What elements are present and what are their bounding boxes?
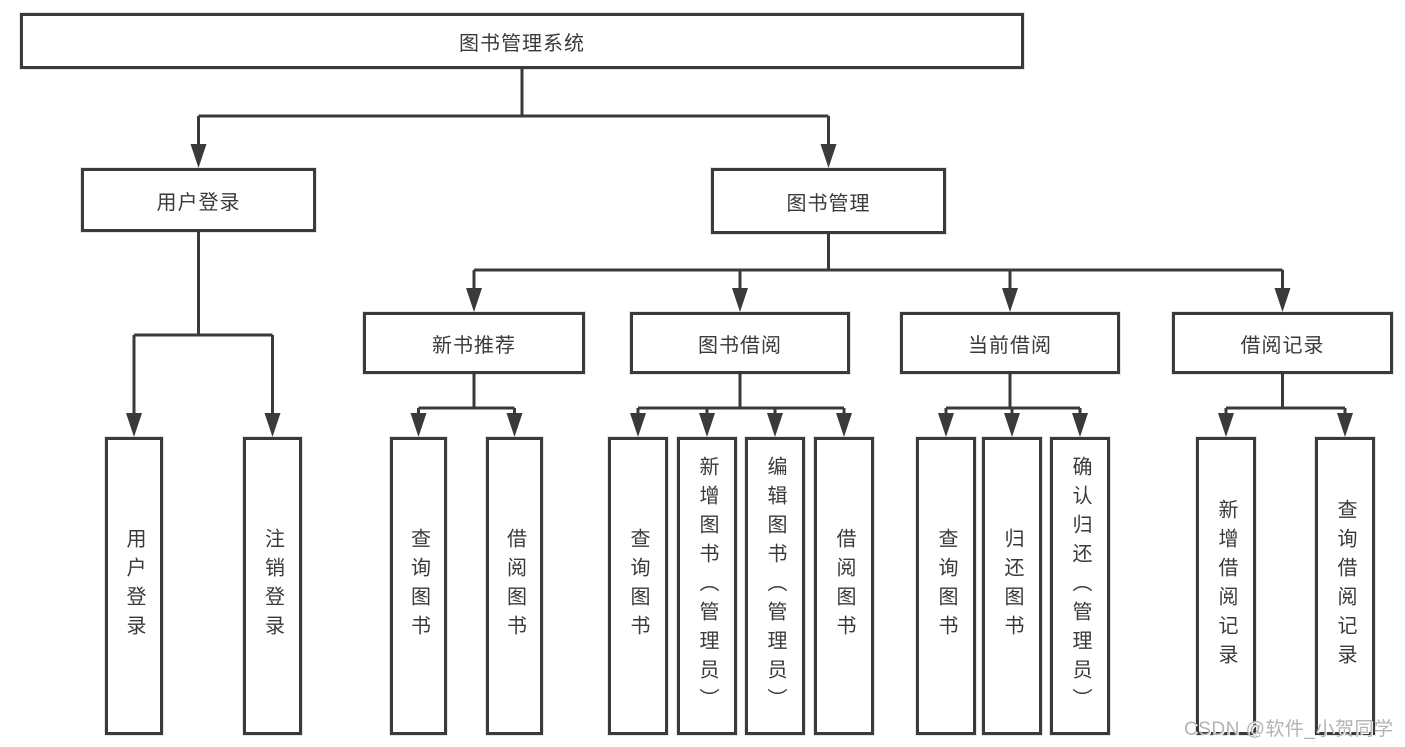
leaf-label: 用户登录 — [123, 528, 145, 644]
leaf-label: 归还图书 — [1001, 528, 1023, 644]
leaf-label: 借阅图书 — [503, 528, 526, 644]
leaf-user-login: 用户登录 — [105, 437, 163, 735]
leaf-br-query-record: 查询借阅记录 — [1315, 437, 1375, 735]
leaf-label: 确认归还（管理员） — [1069, 455, 1091, 717]
node-new-book-recommendation: 新书推荐 — [363, 312, 585, 374]
leaf-nb-borrow-books: 借阅图书 — [486, 437, 543, 735]
leaf-label: 查询图书 — [935, 528, 957, 644]
leaf-label: 查询图书 — [407, 528, 430, 644]
leaf-cb-query-books: 查询图书 — [916, 437, 976, 735]
leaf-nb-query-books: 查询图书 — [390, 437, 447, 735]
leaf-label: 新增借阅记录 — [1215, 499, 1237, 673]
node-book-management: 图书管理 — [711, 168, 946, 234]
leaf-br-add-record: 新增借阅记录 — [1196, 437, 1256, 735]
leaf-bb-query-books: 查询图书 — [608, 437, 668, 735]
leaf-bb-add-books-admin: 新增图书（管理员） — [677, 437, 737, 735]
node-current-borrowing: 当前借阅 — [900, 312, 1120, 374]
leaf-label: 新增图书（管理员） — [696, 455, 718, 717]
leaf-label: 查询借阅记录 — [1334, 499, 1356, 673]
leaf-bb-edit-books-admin: 编辑图书（管理员） — [745, 437, 805, 735]
node-borrowing-records: 借阅记录 — [1172, 312, 1393, 374]
leaf-label: 编辑图书（管理员） — [764, 455, 786, 717]
csdn-watermark: CSDN @软件_小贺同学 — [1184, 719, 1394, 740]
node-user-login: 用户登录 — [81, 168, 316, 232]
node-book-borrowing: 图书借阅 — [630, 312, 850, 374]
leaf-cb-return-books: 归还图书 — [982, 437, 1042, 735]
leaf-label: 注销登录 — [261, 528, 284, 644]
leaf-label: 查询图书 — [627, 528, 649, 644]
leaf-bb-borrow-books: 借阅图书 — [814, 437, 874, 735]
leaf-label: 借阅图书 — [833, 528, 855, 644]
node-library-management-system: 图书管理系统 — [20, 13, 1024, 69]
leaf-logout: 注销登录 — [243, 437, 302, 735]
leaf-cb-confirm-return-admin: 确认归还（管理员） — [1050, 437, 1110, 735]
